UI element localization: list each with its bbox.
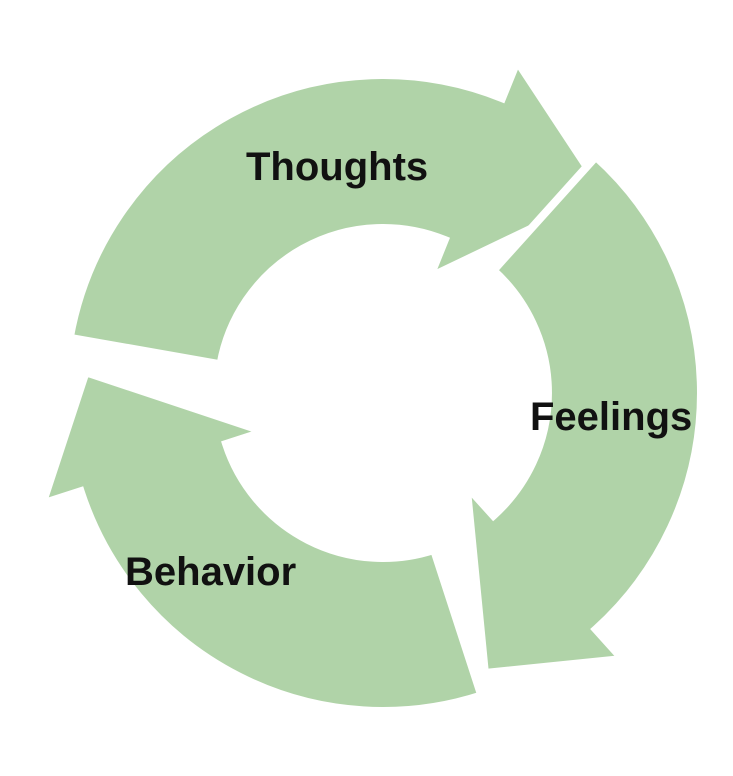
arrow-thoughts-to-feelings bbox=[65, 52, 611, 369]
label-thoughts: Thoughts bbox=[246, 145, 429, 189]
arrow-feelings-to-behavior bbox=[461, 151, 705, 678]
arrow-behavior-to-thoughts bbox=[36, 367, 487, 715]
label-feelings: Feelings bbox=[530, 395, 693, 439]
label-behavior: Behavior bbox=[125, 550, 297, 594]
